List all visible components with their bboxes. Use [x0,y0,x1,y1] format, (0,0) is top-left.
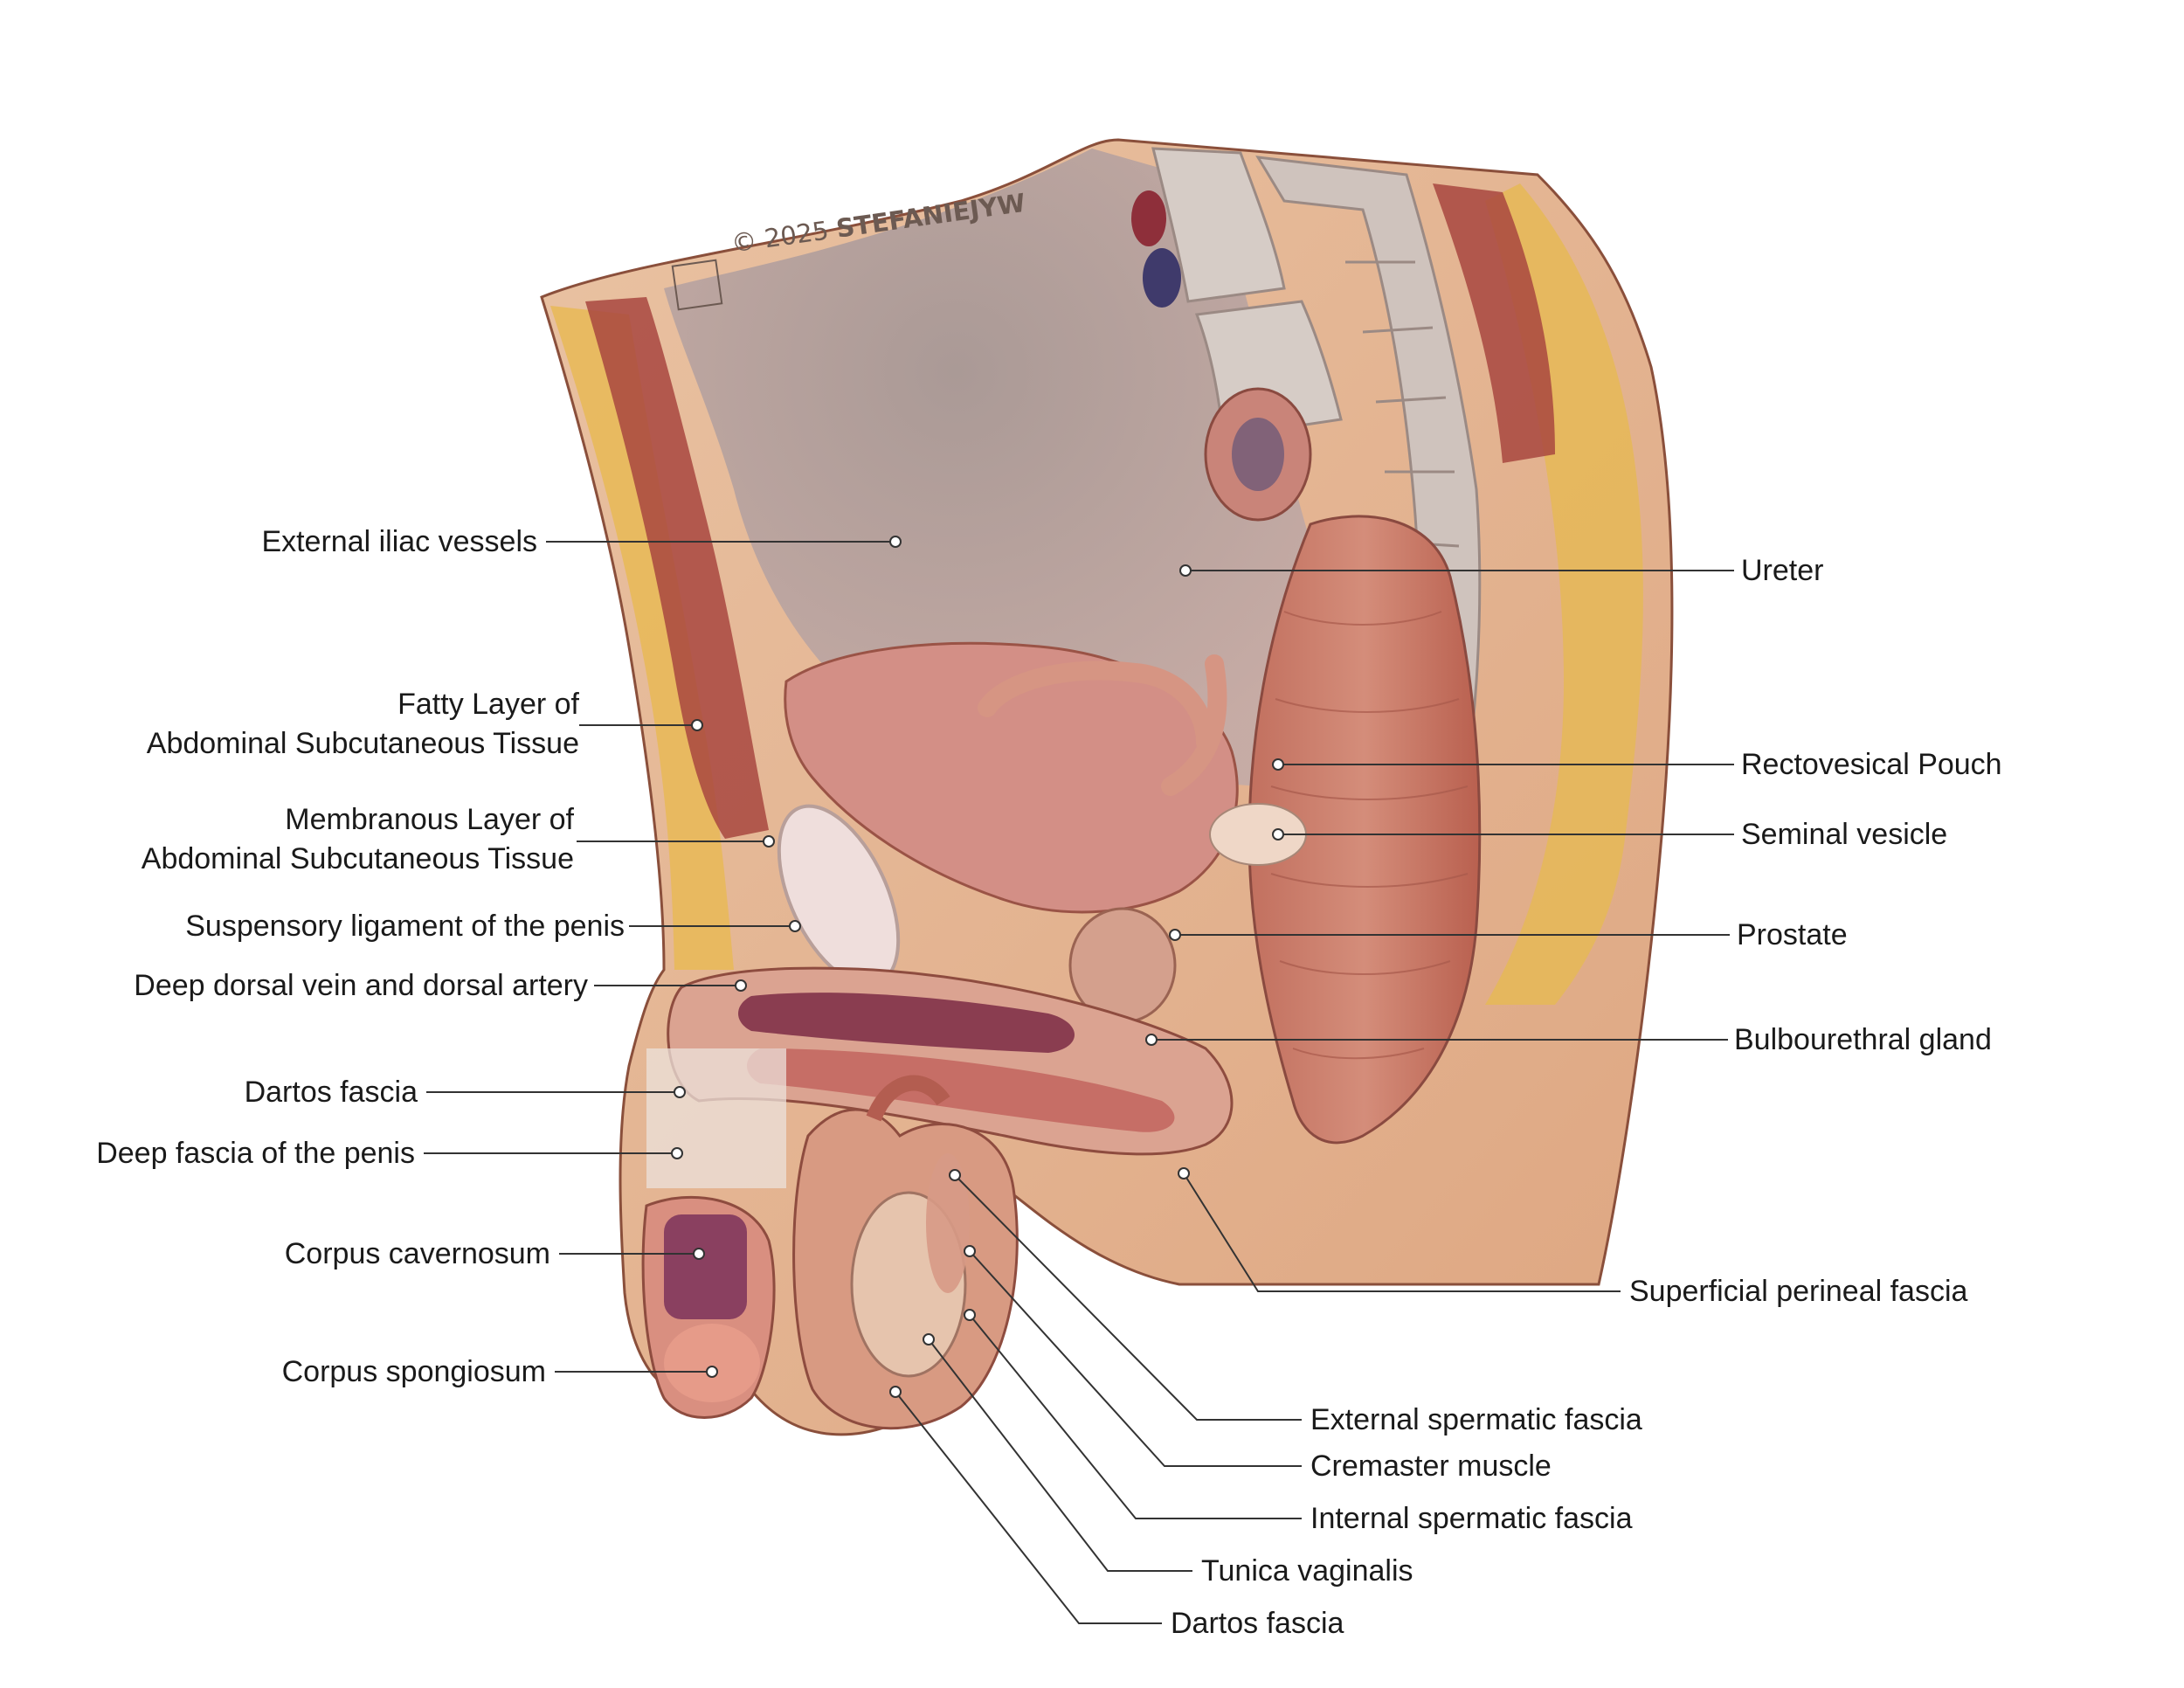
dot-deep-dorsal [735,979,747,992]
urinary-bladder [784,641,1239,914]
leader-internal-spermatic [969,1314,1302,1519]
corpus-cavernosum-shaft [738,993,1075,1053]
dot-cremaster [964,1245,976,1257]
dot-ureter [1179,564,1192,577]
dot-tunica [923,1333,935,1346]
common-iliac-vein [1143,248,1181,308]
label-corpus-spongiosum: Corpus spongiosum [281,1355,546,1388]
leader-dartos-lower [895,1391,1162,1624]
label-superficial-perineal-fascia: Superficial perineal fascia [1629,1275,1968,1308]
dot-bulbourethral [1145,1034,1158,1046]
pelvic-cavity [664,149,1313,786]
dot-corpus-cav [693,1248,705,1260]
leader-external-spermatic [954,1174,1302,1421]
posterior-muscle [1433,183,1555,463]
label-prostate: Prostate [1737,918,1848,951]
corpus-cavernosum-cut [664,1214,747,1319]
dot-rectovesical [1272,758,1284,771]
dot-seminal [1272,828,1284,841]
dot-dartos-lower [889,1386,902,1398]
label-suspensory-ligament: Suspensory ligament of the penis [185,910,625,943]
dot-dartos-upper [674,1086,686,1098]
label-deep-fascia-penis: Deep fascia of the penis [96,1137,415,1170]
dot-suspensory [789,920,801,932]
dot-internal-spermatic [964,1309,976,1321]
label-membranous-layer-2: Abdominal Subcutaneous Tissue [141,842,574,875]
label-tunica-vaginalis: Tunica vaginalis [1201,1554,1413,1588]
label-fatty-layer-1: Fatty Layer of [397,688,579,721]
corpus-spongiosum-cut [664,1324,760,1402]
dot-membranous-layer [763,835,775,847]
label-corpus-cavernosum: Corpus cavernosum [284,1237,550,1270]
label-ureter: Ureter [1741,554,1824,587]
label-dartos-fascia-lower: Dartos fascia [1171,1607,1344,1640]
ureter-tube [978,654,1227,796]
dot-corpus-spong [706,1366,718,1378]
fatty-layer-posterior [1485,183,1643,1005]
rectus-muscle [585,297,769,839]
leader-tunica [928,1339,1192,1572]
leader-superficial-perineal [1183,1173,1621,1292]
label-fatty-layer-2: Abdominal Subcutaneous Tissue [146,727,579,760]
label-internal-spermatic-fascia: Internal spermatic fascia [1310,1502,1633,1535]
label-bulbourethral-gland: Bulbourethral gland [1734,1023,1992,1056]
label-external-spermatic-fascia: External spermatic fascia [1310,1403,1642,1436]
common-iliac-artery [1131,190,1166,246]
leader-cremaster [969,1250,1302,1467]
dot-external-spermatic [949,1169,961,1181]
label-deep-dorsal-vein: Deep dorsal vein and dorsal artery [134,969,588,1002]
dot-prostate [1169,929,1181,941]
dartos-band [646,1048,786,1188]
epididymis [926,1153,970,1293]
label-membranous-layer-1: Membranous Layer of [285,803,574,836]
spermatic-cord [866,1075,950,1122]
label-seminal-vesicle: Seminal vesicle [1741,818,1948,851]
fatty-layer-anterior [550,306,734,970]
corpus-spongiosum-shaft [747,1048,1175,1132]
dot-fatty-layer [691,719,703,731]
label-external-iliac-vessels: External iliac vessels [261,525,537,558]
label-dartos-fascia-upper: Dartos fascia [244,1076,418,1109]
signature-mark [671,259,723,311]
dot-external-iliac [889,536,902,548]
label-cremaster-muscle: Cremaster muscle [1310,1449,1552,1483]
dot-superficial-perineal [1178,1167,1190,1180]
label-rectovesical-pouch: Rectovesical Pouch [1741,748,2002,781]
dot-deep-fascia [671,1147,683,1159]
